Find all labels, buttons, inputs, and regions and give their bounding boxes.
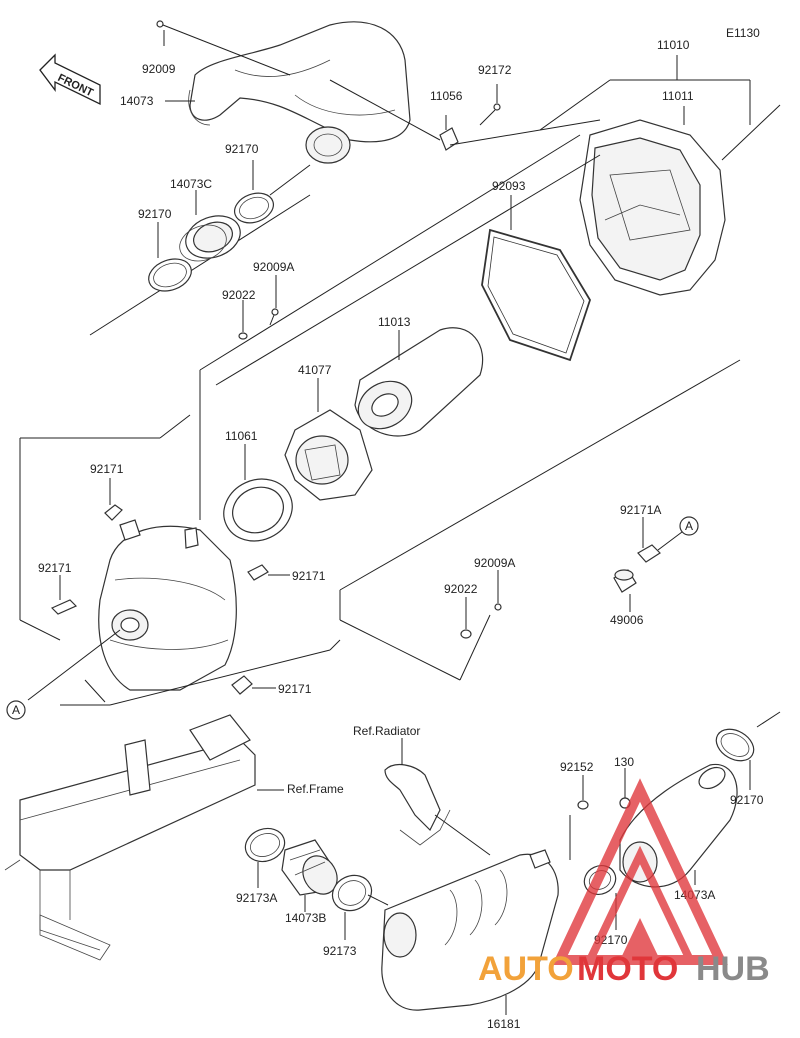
- label-92009A-a: 92009A: [253, 260, 294, 274]
- label-92009A-b: 92009A: [474, 556, 515, 570]
- clamp-92170-b: [148, 258, 192, 292]
- label-92152: 92152: [560, 760, 594, 774]
- label-11010: 11010: [657, 38, 690, 52]
- label-92171-c: 92171: [292, 569, 326, 583]
- clip-92171-b: [50, 599, 78, 615]
- label-16181: 16181: [487, 1017, 521, 1031]
- cap-49006: [613, 569, 637, 593]
- watermark-hub: HUB: [696, 950, 770, 988]
- clamp-92173A: [244, 827, 286, 863]
- filter-element-11013: [354, 327, 484, 437]
- label-92170-a: 92170: [225, 142, 259, 156]
- washer-92022-a: [238, 332, 248, 340]
- label-11013: 11013: [378, 315, 411, 329]
- watermark-logo: [552, 778, 728, 965]
- air-cleaner-housing-11011: [579, 119, 726, 296]
- label-92009-top: 92009: [142, 62, 176, 76]
- label-11056: 11056: [430, 89, 463, 103]
- label-92022-b: 92022: [444, 582, 478, 596]
- screw-92172: [479, 103, 501, 126]
- label-92093: 92093: [492, 179, 526, 193]
- bracket-11056: [439, 127, 459, 151]
- label-92173: 92173: [323, 944, 357, 958]
- label-92170-b: 92170: [138, 207, 172, 221]
- label-11011: 11011: [662, 89, 694, 103]
- holder-41077: [284, 409, 373, 501]
- label-14073C: 14073C: [170, 177, 212, 191]
- label-41077: 41077: [298, 363, 332, 377]
- label-130: 130: [614, 755, 634, 769]
- radiator-hose: [384, 763, 451, 846]
- clamp-92173: [331, 874, 373, 912]
- label-92171A: 92171A: [620, 503, 661, 517]
- frame-section: [4, 714, 256, 961]
- screw-92009A-a: [269, 308, 279, 326]
- label-92171-a: 92171: [90, 462, 124, 476]
- boot-14073C: [179, 215, 241, 262]
- gasket-92093: [481, 228, 591, 362]
- ref-circle-a-right: [679, 516, 699, 536]
- label-92171-d: 92171: [278, 682, 312, 696]
- watermark-text: AUTO MOTO HUB: [478, 950, 770, 988]
- label-ref-radiator: Ref.Radiator: [353, 724, 420, 738]
- screw-92009-top: [156, 20, 291, 76]
- ref-letter-a-right: A: [685, 519, 693, 533]
- clamp-92170-a: [234, 192, 274, 224]
- seal-11061: [223, 478, 293, 542]
- front-arrow-icon: FRONT: [39, 53, 101, 106]
- watermark-auto: AUTO: [478, 950, 574, 988]
- label-ref-frame: Ref.Frame: [287, 782, 344, 796]
- ref-circle-a-left: [6, 700, 26, 720]
- label-14073B: 14073B: [285, 911, 326, 925]
- label-14073: 14073: [120, 94, 154, 108]
- label-92173A: 92173A: [236, 891, 277, 905]
- label-49006: 49006: [610, 613, 644, 627]
- washer-92022-b: [460, 629, 472, 639]
- label-11061: 11061: [225, 429, 258, 443]
- clip-92171-c: [247, 564, 269, 581]
- clip-92171-a: [104, 504, 123, 521]
- label-92172: 92172: [478, 63, 512, 77]
- boot-14073B: [281, 839, 338, 896]
- clip-92171A: [637, 544, 661, 563]
- screw-92009A-b: [494, 603, 502, 611]
- air-cleaner-cover: [98, 519, 237, 691]
- label-92170-d: 92170: [730, 793, 764, 807]
- clamp-92170-d: [715, 728, 755, 762]
- label-92022-a: 92022: [222, 288, 256, 302]
- label-92171-b: 92171: [38, 561, 72, 575]
- washer-92152: [577, 800, 589, 810]
- watermark-moto: MOTO: [577, 950, 678, 988]
- clip-92171-d: [231, 675, 253, 695]
- intake-duct-14073: [188, 21, 411, 164]
- muffler-16181: [381, 849, 559, 1011]
- diagram-id: E1130: [726, 26, 760, 40]
- ref-letter-a-left: A: [12, 703, 20, 717]
